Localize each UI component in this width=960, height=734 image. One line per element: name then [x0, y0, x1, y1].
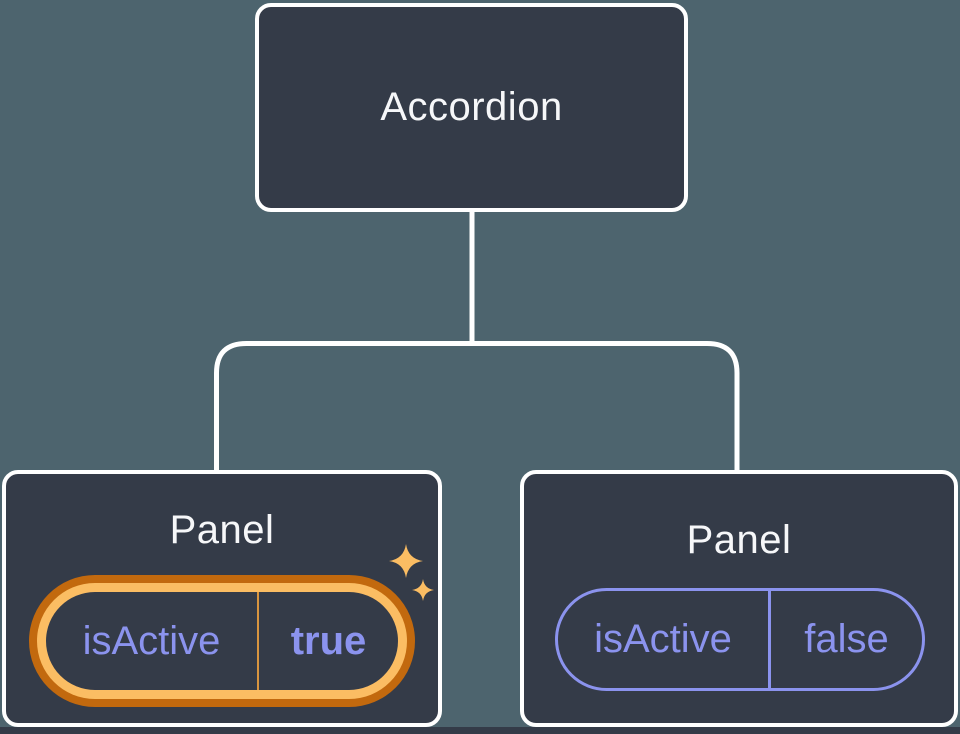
state-name-label: isActive: [594, 617, 732, 661]
state-name-label: isActive: [82, 618, 221, 663]
state-pill-active-core: isActive true: [46, 592, 398, 690]
sparkle-large: [389, 544, 423, 578]
page-background-strip: [0, 727, 960, 734]
state-pill-inactive: isActive false: [555, 588, 925, 691]
accordion-label: Accordion: [380, 85, 563, 129]
state-value-label: true: [290, 618, 367, 663]
panel-label: Panel: [169, 508, 275, 552]
sparkle-small: [412, 579, 434, 601]
state-pill-active: isActive true: [29, 575, 415, 707]
sparkles-icon: [389, 544, 434, 601]
panel-node-inactive: Panel isActive false: [520, 470, 958, 727]
state-pill-active-inner-ring: isActive true: [37, 583, 407, 699]
panel-node-active: Panel isActive true: [2, 470, 442, 727]
pill-divider: [768, 591, 771, 688]
state-value-label: false: [804, 617, 889, 661]
pill-divider: [257, 592, 259, 690]
accordion-node: Accordion: [255, 3, 688, 212]
connector-branch: [214, 341, 740, 474]
panel-label: Panel: [686, 518, 792, 562]
